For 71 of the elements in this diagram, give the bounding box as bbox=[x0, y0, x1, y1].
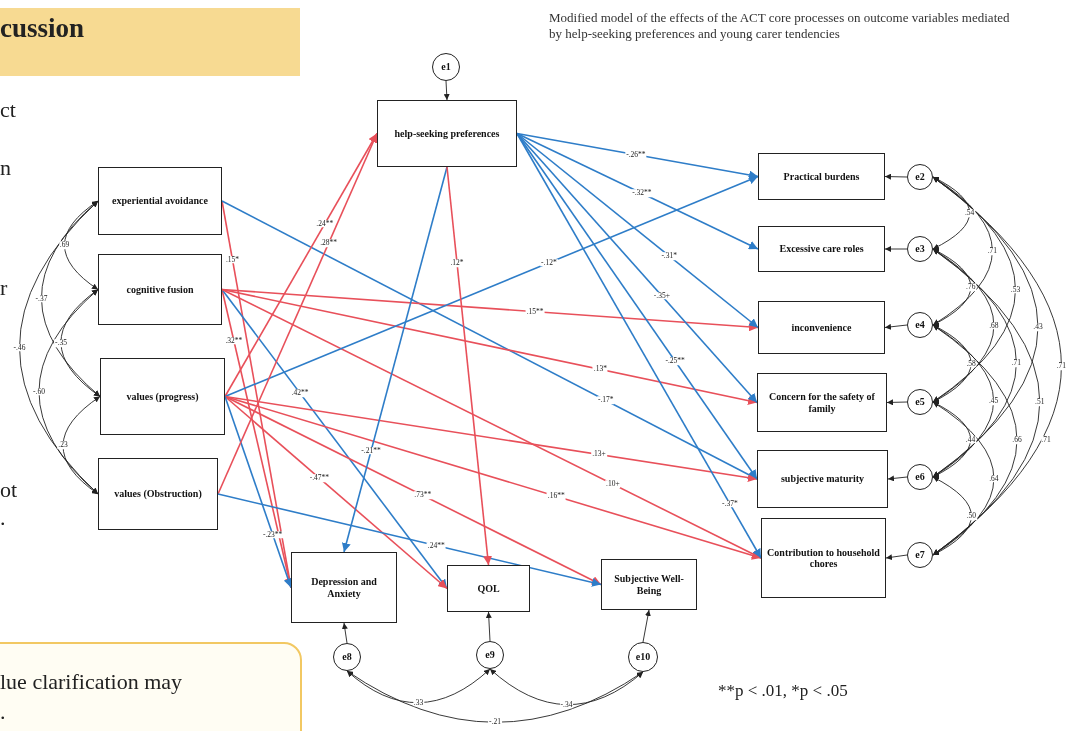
slide-text: ct bbox=[0, 98, 16, 123]
variable-box bbox=[377, 100, 517, 167]
variable-name: Practical burdens bbox=[783, 170, 860, 183]
slide-text: . bbox=[0, 700, 6, 725]
variable-box bbox=[98, 458, 218, 530]
path-arrow bbox=[516, 132, 759, 329]
slide-text: . bbox=[0, 506, 6, 531]
error-term: e7 bbox=[915, 549, 925, 561]
error-circle bbox=[907, 542, 933, 568]
variable-name: values (Obstruction) bbox=[114, 488, 202, 500]
error-circle bbox=[432, 53, 460, 81]
variable-name: Concern for the safety of family bbox=[768, 391, 876, 414]
variable-name: Contribution to household chores bbox=[767, 546, 880, 570]
path-arrow bbox=[224, 175, 759, 398]
error-circle bbox=[907, 164, 933, 190]
variable-name: cognitive fusion bbox=[126, 283, 194, 296]
path-arrow bbox=[221, 288, 448, 590]
variable-name: values (progress) bbox=[126, 390, 199, 403]
error-term: e1 bbox=[441, 61, 451, 73]
slide-text: r bbox=[0, 276, 8, 301]
variable-box bbox=[100, 358, 225, 435]
path-arrow bbox=[224, 132, 378, 398]
significance-note: **p < .01, *p < .05 bbox=[718, 682, 848, 701]
path-arrow bbox=[342, 166, 448, 553]
error-term: e6 bbox=[915, 471, 925, 483]
error-circle bbox=[628, 642, 658, 672]
error-term: e2 bbox=[915, 171, 925, 183]
error-term: e5 bbox=[915, 396, 925, 408]
path-arrow bbox=[516, 132, 759, 250]
variable-box bbox=[291, 552, 397, 623]
error-circle bbox=[907, 312, 933, 338]
variable-box bbox=[761, 518, 886, 598]
variable-box bbox=[447, 565, 530, 612]
error-circle bbox=[476, 641, 504, 669]
error-circle bbox=[907, 236, 933, 262]
error-term: e10 bbox=[635, 651, 651, 663]
path-arrow bbox=[224, 395, 448, 590]
error-term: e4 bbox=[915, 319, 925, 331]
variable-name: help-seeking preferences bbox=[394, 127, 500, 140]
section-heading: cussion bbox=[0, 14, 85, 44]
variable-box bbox=[98, 254, 222, 325]
path-arrow bbox=[446, 166, 493, 566]
variable-name: experiential avoidance bbox=[112, 195, 208, 207]
slide-text: ot bbox=[0, 478, 18, 503]
variable-name: Subjective Well-Being bbox=[613, 573, 685, 596]
variable-box bbox=[757, 373, 887, 432]
error-term: e3 bbox=[915, 243, 925, 255]
error-term: e9 bbox=[485, 649, 495, 661]
variable-name: subjective maturity bbox=[780, 473, 864, 485]
variable-name: QOL bbox=[477, 582, 500, 595]
variable-box bbox=[758, 153, 885, 200]
error-circle bbox=[907, 464, 933, 490]
variable-box bbox=[758, 226, 885, 272]
path-arrow bbox=[217, 132, 378, 495]
slide-text: lue clarification may bbox=[0, 670, 183, 695]
variable-name: Depression and Anxiety bbox=[310, 576, 378, 599]
variable-box bbox=[601, 559, 697, 610]
variable-box bbox=[758, 301, 885, 354]
diagram-title: Modified model of the effects of the ACT core processes on outcome variables mediated by help-seeking preferences and young carer tendencies bbox=[549, 10, 1011, 42]
path-arrow bbox=[217, 493, 602, 587]
error-circle bbox=[333, 643, 361, 671]
path-arrow bbox=[224, 395, 293, 589]
variable-box bbox=[98, 167, 222, 235]
variable-box bbox=[757, 450, 888, 508]
error-term: e8 bbox=[342, 651, 352, 663]
variable-name: inconvenience bbox=[791, 321, 852, 334]
error-circle bbox=[907, 389, 933, 415]
path-arrow bbox=[516, 132, 759, 180]
slide-text: n bbox=[0, 156, 11, 181]
variable-name: Excessive care roles bbox=[779, 243, 864, 255]
path-arrow bbox=[224, 395, 762, 560]
